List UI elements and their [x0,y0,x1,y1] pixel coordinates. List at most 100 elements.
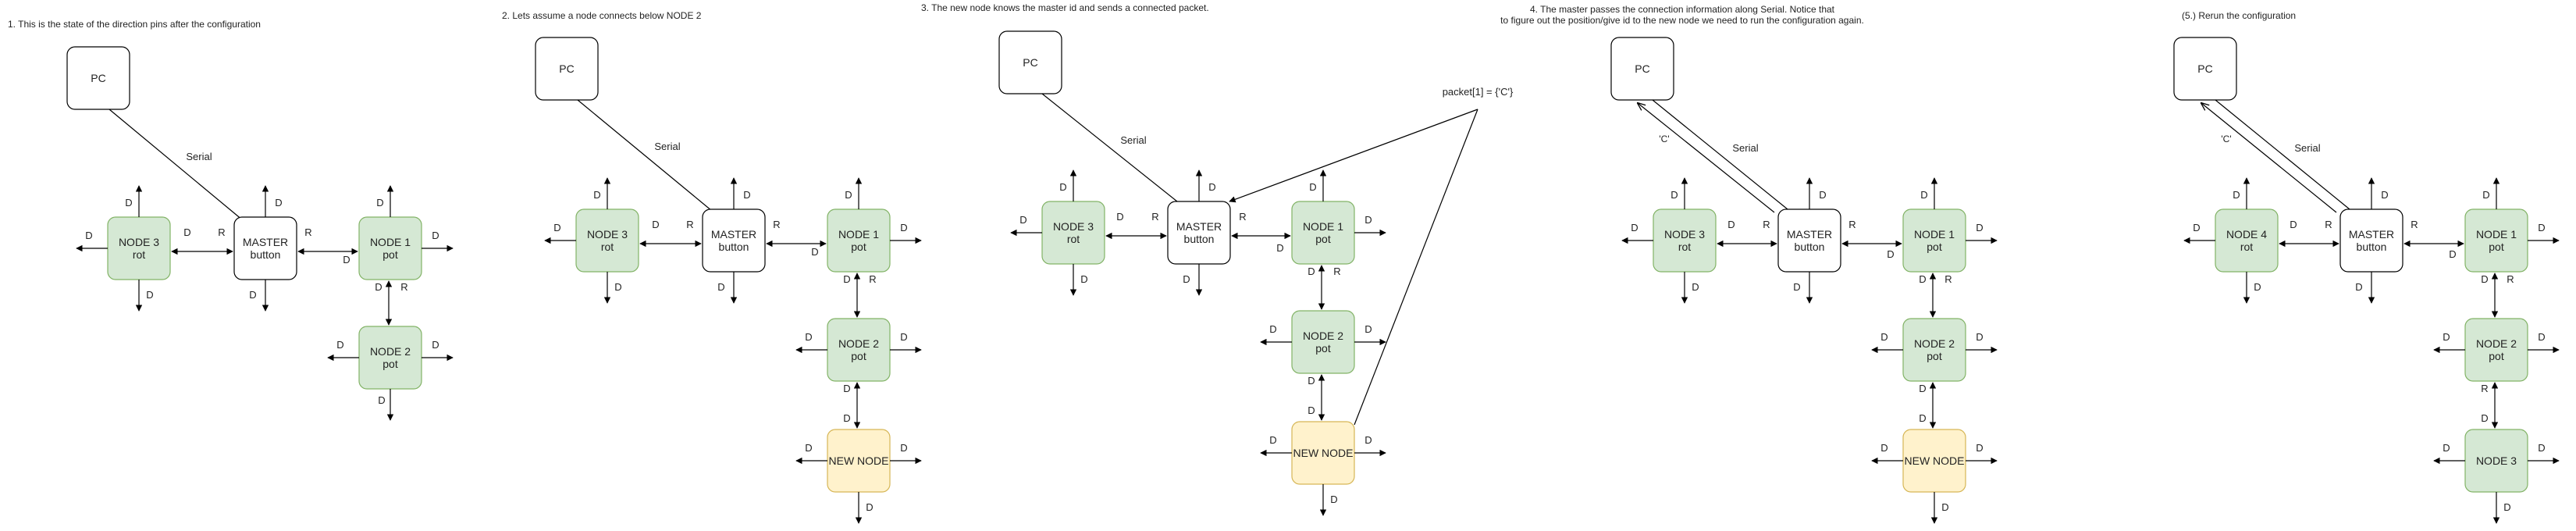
d5-link-master-n1-pin-a: R [2411,219,2418,230]
d4-newnode-pin-right: D [1976,442,1983,454]
d3-node1-pin-right: D [1364,214,1372,226]
d4-node1-pin-right: D [1976,222,1983,233]
d2-serial-line [577,99,713,212]
d2-serial-label: Serial [654,141,680,152]
d3-master-label: MASTER [1176,220,1222,233]
d2-node2-pin-right: D [900,331,907,343]
d3-node1-sublabel: pot [1315,233,1331,245]
d5-node1-pin-up: D [2482,189,2489,201]
d3-node1-label: NODE 1 [1303,220,1343,233]
d4-newnode-label: NEW NODE [1905,454,1965,467]
d3-master-pin-down: D [1183,273,1190,285]
d2-newnode-pin-left: D [805,442,812,454]
d3-packet-up [1354,109,1478,426]
d4-pc-box [1610,37,1674,101]
d4-serial-line-a [1652,99,1788,210]
d5-node4-pin-left: D [2193,222,2200,233]
d3-link-n3-master-pin-b: R [1151,211,1158,223]
d2-master-pin-down: D [717,281,724,293]
d1-pc-box-label: PC [91,72,105,84]
d3-node2-pin-left: D [1269,323,1276,335]
d1-link-master-n1-pin-a: R [304,226,311,238]
d3-newnode-pin-down: D [1330,494,1337,505]
d5-node3-pin-right: D [2538,442,2545,454]
d3-node3-pin-up: D [1059,181,1066,193]
d3-newnode-label: NEW NODE [1293,447,1354,459]
d2-node2-pin-left: D [805,331,812,343]
d1-serial-line [109,109,244,221]
d2-pc-box-label: PC [559,62,574,75]
d5-node1-pin-right: D [2538,222,2545,233]
d4-node1-sublabel: pot [1927,241,1942,253]
d4-link-n3-master-pin-b: R [1763,219,1770,230]
d2-newnode-label: NEW NODE [829,454,889,467]
d1-node2-sublabel: pot [382,358,398,370]
d3-newnode-pin-right: D [1364,434,1372,446]
d4-master-sublabel: button [1795,241,1825,253]
d5-node3-pin-left: D [2443,442,2450,454]
d2-node3-label: NODE 3 [587,228,628,241]
d1-link-n1-n2-pin-b: R [400,281,407,293]
d3-node2-sublabel: pot [1315,342,1331,355]
d5-node2-pin-right: D [2538,331,2545,343]
d3-link-n1-n2-pin-b: R [1333,266,1340,277]
d4-link-n3-master-pin-a: D [1727,219,1735,230]
d5-master-pin-up: D [2381,189,2388,201]
d4-link-n2-new-pin-b: D [1919,412,1926,424]
d4-node3-pin-left: D [1631,222,1638,233]
d5-link-n4-master-pin-b: R [2325,219,2332,230]
d3-node1-pin-up: D [1309,181,1316,193]
d5-serial-label: Serial [2294,142,2320,154]
d5-pc-box [2173,37,2237,101]
d1-link-master-n1-pin-b: D [343,254,350,266]
d1-master-sublabel: button [251,248,281,261]
d3-packet-to-master [1229,109,1478,203]
d1-node2-pin-left: D [336,339,343,351]
d1-node3-label: NODE 3 [119,236,159,248]
d5-node2-label: NODE 2 [2476,337,2517,350]
d4-pc-box-label: PC [1635,62,1649,75]
d3-link-n2-new-pin-b: D [1308,404,1315,416]
d5-node2-sublabel: pot [2489,350,2504,362]
d4-node3-pin-up: D [1670,189,1678,201]
d4-link-master-n1-pin-a: R [1848,219,1856,230]
d2-master-sublabel: button [719,241,749,253]
d2-link-n1-n2-pin-b: R [869,273,876,285]
d2-link-n1-n2-pin-a: D [843,273,850,285]
d5-serial-line-a [2215,99,2350,210]
d5-master-label: MASTER [2349,228,2394,241]
d5-link-n4-master-pin-a: D [2290,219,2297,230]
d1-node1-pin-up: D [376,197,383,208]
d1-node3-pin-left: D [85,230,92,241]
d5-node4-pin-up: D [2233,189,2240,201]
d3-master-pin-up: D [1208,181,1215,193]
caption-cap4b: to figure out the position/give id to th… [1500,15,1864,26]
d4-node1-pin-up: D [1920,189,1927,201]
d5-node3-pin-down: D [2503,501,2510,513]
d5-link-n2-n3-pin-a: R [2481,383,2488,394]
d1-master-pin-down: D [249,289,256,301]
caption-cap4a: 4. The master passes the connection info… [1530,4,1834,15]
d2-node1-label: NODE 1 [838,228,879,241]
d2-link-n2-new-pin-b: D [843,412,850,424]
d2-node3-pin-left: D [553,222,560,233]
d2-link-master-n1-pin-b: D [811,246,818,258]
d3-link-n3-master-pin-a: D [1116,211,1123,223]
d5-node4-label: NODE 4 [2226,228,2267,241]
d1-node3-sublabel: rot [133,248,145,261]
d4-link-n1-n2-pin-a: D [1919,273,1926,285]
d5-node1-label: NODE 1 [2476,228,2517,241]
d2-node3-pin-up: D [593,189,600,201]
d2-node1-sublabel: pot [851,241,866,253]
d4-master-pin-down: D [1793,281,1800,293]
d2-node3-pin-down: D [614,281,621,293]
d3-node3-label: NODE 3 [1053,220,1094,233]
d2-link-n3-master-pin-b: R [686,219,693,230]
d1-link-n1-n2-pin-a: D [375,281,382,293]
d4-serial-label: Serial [1732,142,1758,154]
d2-newnode-pin-down: D [866,501,873,513]
d3-node3-pin-left: D [1019,214,1026,226]
d2-newnode-pin-right: D [900,442,907,454]
d3-newnode-pin-left: D [1269,434,1276,446]
